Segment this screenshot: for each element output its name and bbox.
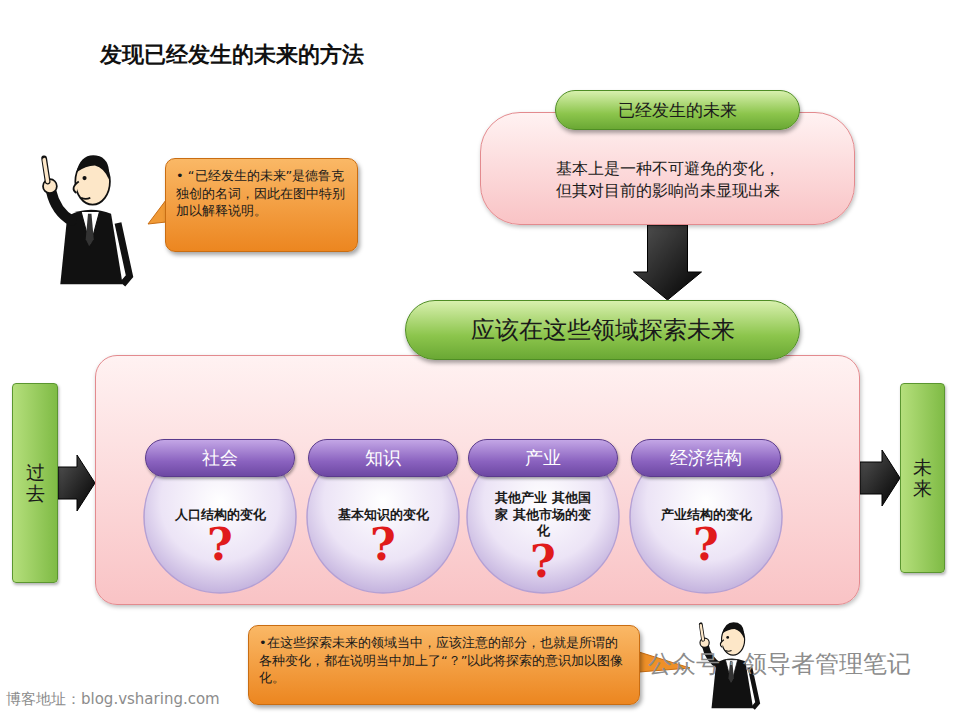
domain-circle: 社会人口结构的变化? — [142, 435, 298, 597]
block-arrow — [860, 450, 900, 506]
change-text: 人口结构的变化 — [168, 507, 272, 524]
time-bar: 过去 — [12, 383, 58, 583]
diagram-title: 发现已经发生的未来的方法 — [100, 40, 364, 70]
domain-circle: 知识基本知识的变化? — [305, 435, 461, 597]
header-pill: 已经发生的未来 — [555, 90, 800, 130]
question-mark: ? — [530, 540, 556, 584]
question-mark: ? — [693, 523, 719, 567]
domain-circle: 经济结构产业结构的变化? — [628, 435, 784, 597]
time-bar: 未来 — [900, 383, 945, 573]
change-text: 基本知识的变化 — [331, 507, 435, 524]
pointing-man-figure — [43, 155, 130, 284]
change-text: 产业结构的变化 — [654, 507, 758, 524]
question-mark: ? — [370, 523, 396, 567]
header-pill: 社会 — [145, 439, 295, 477]
block-arrow — [58, 455, 95, 511]
callout-tail — [148, 200, 166, 224]
change-text: 其他产业 其他国家 其他市场的变化 — [491, 490, 595, 541]
header-pill: 产业 — [468, 439, 618, 477]
block-arrow — [634, 225, 702, 300]
callout-text: •在这些探索未来的领域当中，应该注意的部分，也就是所谓的各种变化，都在说明当中加… — [259, 634, 629, 687]
speech-callout: • “已经发生的未来”是德鲁克独创的名词，因此在图中特别加以解释说明。 — [165, 158, 358, 252]
speech-callout: •在这些探索未来的领域当中，应该注意的部分，也就是所谓的各种变化，都在说明当中加… — [248, 625, 640, 705]
definition-box: 已经发生的未来基本上是一种不可避免的变化， 但其对目前的影响尚未显现出来 — [480, 90, 855, 225]
header-pill: 应该在这些领域探索未来 — [405, 300, 800, 360]
header-pill: 知识 — [308, 439, 458, 477]
question-mark: ? — [207, 523, 233, 567]
vertical-label: 未来 — [913, 457, 932, 499]
domain-circle: 产业其他产业 其他国家 其他市场的变化? — [465, 435, 621, 597]
vertical-label: 过去 — [26, 462, 45, 504]
exploration-area: 应该在这些领域探索未来社会人口结构的变化?知识基本知识的变化?产业其他产业 其他… — [95, 300, 860, 605]
body-text: 基本上是一种不可避免的变化， 但其对目前的影响尚未显现出来 — [552, 158, 784, 201]
header-pill: 经济结构 — [631, 439, 781, 477]
watermark: 博客地址：blog.vsharing.com — [6, 690, 220, 709]
callout-text: • “已经发生的未来”是德鲁克独创的名词，因此在图中特别加以解释说明。 — [176, 167, 347, 220]
watermark: 公众号 · 领导者管理笔记 — [648, 648, 911, 680]
